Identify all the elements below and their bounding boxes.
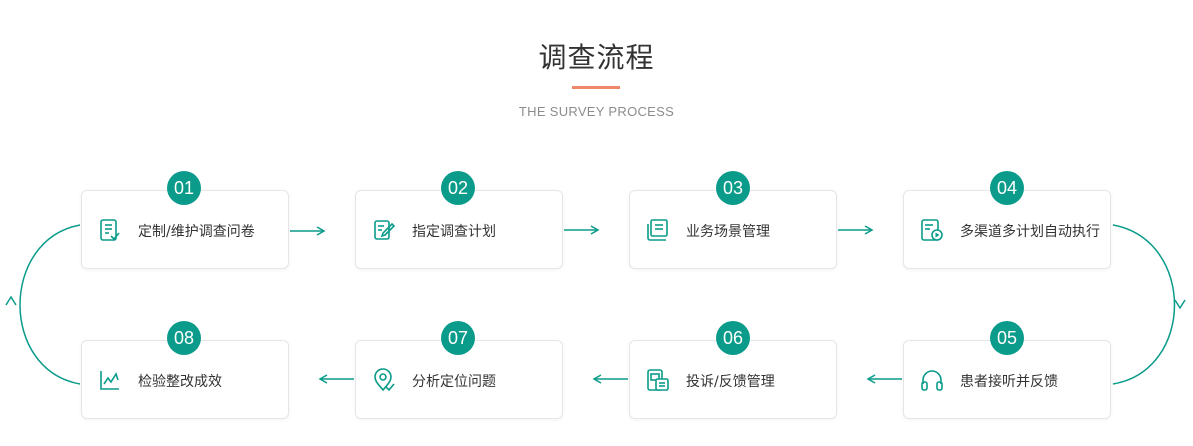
step-label-06: 投诉/反馈管理 [686, 374, 775, 390]
loop-left [19, 224, 81, 385]
auto-execute-icon [921, 219, 943, 241]
questionnaire-icon [100, 219, 120, 241]
page-subtitle: THE SURVEY PROCESS [518, 104, 675, 119]
step-number-01: 01 [167, 171, 201, 205]
step-label-04: 多渠道多计划自动执行 [960, 224, 1100, 240]
step-label-05: 患者接听并反馈 [960, 374, 1058, 390]
loop-right [1112, 224, 1176, 385]
title-underline [572, 86, 620, 89]
complaint-doc-icon [647, 369, 669, 391]
loop-right-arrow [1174, 299, 1186, 310]
location-pin-icon [374, 368, 395, 392]
page-title: 调查流程 [538, 41, 655, 74]
step-label-03: 业务场景管理 [686, 224, 770, 240]
step-label-07: 分析定位问题 [412, 374, 496, 390]
step-label-01: 定制/维护调查问卷 [138, 224, 255, 240]
step-label-08: 检验整改成效 [138, 374, 222, 390]
headphones-icon [921, 370, 943, 391]
step-number-07: 07 [441, 321, 475, 355]
step-number-03: 03 [716, 171, 750, 205]
step-number-05: 05 [990, 321, 1024, 355]
edit-plan-icon [374, 220, 396, 240]
scene-book-icon [647, 219, 668, 241]
step-number-08: 08 [167, 321, 201, 355]
step-label-02: 指定调查计划 [412, 224, 496, 240]
step-number-06: 06 [716, 321, 750, 355]
step-number-04: 04 [990, 171, 1024, 205]
loop-left-arrow [5, 295, 17, 306]
trend-chart-icon [100, 371, 119, 390]
step-number-02: 02 [441, 171, 475, 205]
